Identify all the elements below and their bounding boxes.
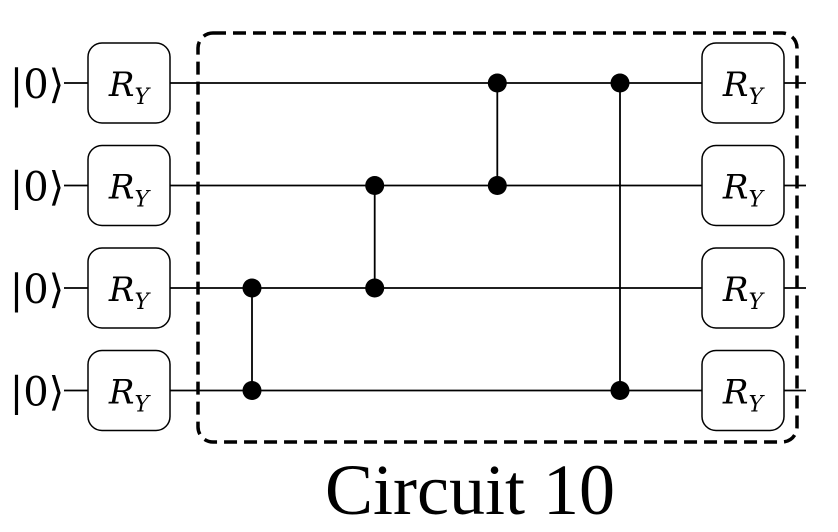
figure-caption: Circuit 10 <box>325 450 615 530</box>
cz-control-dot <box>487 176 507 195</box>
ry-gate-box-right-0 <box>701 42 785 124</box>
ry-gate-label: RY <box>722 270 766 315</box>
cz-control-dot <box>610 381 630 400</box>
entangling-block-outline <box>196 31 799 444</box>
ry-gate-label: RY <box>108 65 152 110</box>
qubit-ket-label-3: |0⟩ <box>10 370 65 416</box>
ry-gate-box-left-0 <box>87 42 171 124</box>
qubit-ket-label-0: |0⟩ <box>10 62 65 108</box>
cz-control-dot <box>365 278 385 298</box>
qubit-ket-label-2: |0⟩ <box>10 267 65 313</box>
ry-gate-box-right-2 <box>701 247 785 329</box>
cz-control-dot <box>242 278 262 298</box>
ry-gate-label: RY <box>722 65 766 110</box>
qubit-ket-label-1: |0⟩ <box>10 165 65 211</box>
ry-gate-box-left-1 <box>87 144 171 227</box>
ry-gate-box-left-3 <box>87 349 171 432</box>
ry-gate-box-right-1 <box>701 144 785 227</box>
ry-gate-label: RY <box>722 373 766 418</box>
ry-gate-box-left-2 <box>87 247 171 329</box>
ry-gate-box-right-3 <box>701 349 785 432</box>
cz-control-dot <box>610 73 630 93</box>
cz-control-dot <box>487 73 507 93</box>
cz-control-dot <box>365 176 385 195</box>
ry-gate-label: RY <box>722 168 766 213</box>
ry-gate-label: RY <box>108 373 152 418</box>
cz-control-dot <box>242 381 262 400</box>
ry-gate-label: RY <box>108 168 152 213</box>
ry-gate-label: RY <box>108 270 152 315</box>
